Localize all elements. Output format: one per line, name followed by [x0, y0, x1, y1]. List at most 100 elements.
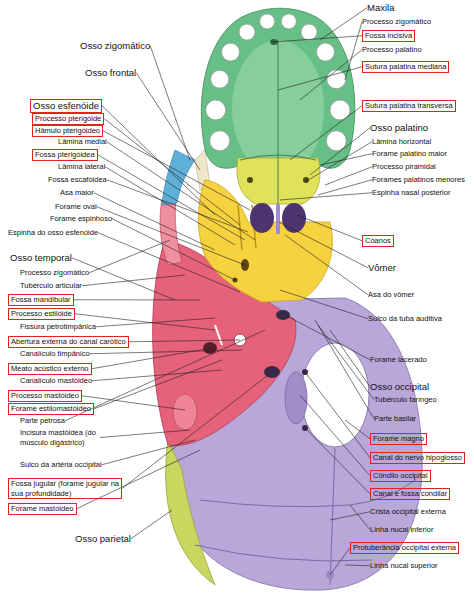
part-label: Espinha nasal posterior — [372, 188, 450, 198]
part-label: Fossa pterigóidea — [35, 150, 95, 160]
part-label: Forames palatinos menores — [372, 175, 465, 185]
parietal-bone — [166, 440, 215, 585]
part-label: Forame lacerado — [370, 355, 427, 365]
part-label: Linha nucal inferior — [370, 525, 433, 535]
part-label: Protuberância occipital externa — [353, 543, 456, 553]
occipital-crest — [330, 448, 335, 585]
boxed-label: Canal do nervo hipoglosso — [370, 452, 465, 464]
pterygoid-plate — [238, 205, 242, 250]
boxed-label: Protuberância occipital externa — [350, 542, 459, 554]
leader-line — [318, 180, 372, 195]
leader-line — [102, 440, 195, 465]
leader-line — [280, 290, 368, 319]
part-label: Côndilo occipital — [373, 471, 428, 481]
boxed-label: Forame mastóideo — [8, 503, 77, 515]
leader-line — [290, 106, 362, 160]
foramen-magnum — [301, 343, 369, 447]
leader-line — [129, 340, 240, 342]
part-label: Processo mastóideo — [11, 391, 79, 401]
leader-line — [105, 167, 235, 245]
vomer — [276, 204, 280, 234]
leader-line — [107, 180, 248, 232]
leader-line — [305, 428, 370, 494]
leader-line — [325, 167, 372, 185]
part-label: Sulco da tuba auditiva — [368, 314, 442, 324]
part-label: Canalículo timpânico — [20, 349, 90, 359]
boxed-label: Cóanos — [362, 235, 394, 247]
leader-line — [318, 325, 374, 400]
boxed-label: Processo estilóide — [8, 308, 75, 320]
boxed-label: Côndilo occipital — [370, 470, 431, 482]
part-label: Forame espinhoso — [50, 214, 112, 224]
styloid-process — [215, 325, 222, 345]
boxed-label: Fossa incisiva — [362, 30, 415, 42]
part-label: Fossa incisiva — [365, 31, 412, 41]
leader-line — [89, 240, 170, 273]
leader-line — [96, 318, 215, 327]
boxed-label: Meato acústico externo — [8, 363, 92, 375]
boxed-label: Processo mastóideo — [8, 390, 82, 402]
mastoid-process — [173, 394, 197, 430]
part-label: Lâmina horizontal — [372, 137, 431, 147]
boxed-label: Canal e fossa condilar — [370, 488, 450, 500]
leader-line — [74, 299, 200, 300]
part-label: Lâmina lateral — [58, 162, 105, 172]
leader-line — [345, 565, 370, 567]
part-label: Canal e fossa condilar — [373, 489, 447, 499]
leader-line — [300, 50, 362, 100]
leader-line — [136, 73, 200, 170]
part-label: Sulco da artéria occipital — [20, 460, 102, 470]
boxed-label: Abertura externa do canal carótico — [8, 336, 129, 348]
boxed-label: Forame estilomastóideo — [8, 403, 94, 415]
bone-name: Osso palatino — [370, 122, 428, 134]
median-suture — [278, 40, 279, 204]
leader-line — [82, 275, 185, 286]
leader-line — [98, 233, 240, 292]
leader-line — [75, 314, 215, 330]
bone-name: Vômer — [368, 262, 396, 274]
palatine-bone — [237, 158, 320, 204]
boxed-label: Osso esfenóide — [30, 99, 102, 113]
leader-line — [112, 219, 235, 280]
part-label: Tubérculo faríngeo — [374, 395, 437, 405]
boxed-label: Sutura palatina mediana — [362, 61, 449, 73]
leader-line — [279, 222, 368, 268]
part-label: Hâmulo pterigóideo — [35, 126, 100, 136]
boxed-label: Fossa pterigóidea — [32, 149, 98, 161]
acoustic-meatus — [203, 342, 217, 354]
nuchal-line — [195, 545, 372, 561]
part-label: Fossa jugular (forame jugular na sua pro… — [11, 479, 119, 498]
leader-line — [94, 360, 222, 409]
leader-line — [278, 67, 362, 90]
boxed-label: Processo pterigóide — [32, 113, 104, 125]
leader-line — [310, 128, 370, 175]
part-label: Cóanos — [365, 236, 391, 246]
leader-line — [320, 8, 367, 40]
leader-line — [98, 155, 245, 240]
leader-line — [280, 193, 372, 200]
leader-line — [107, 142, 255, 240]
part-label: Sutura palatina transversa — [365, 101, 453, 111]
leader-line — [330, 548, 350, 575]
part-label: Forame palatino maior — [372, 149, 447, 159]
part-label: Incisura mastóidea (do músculo digástric… — [20, 428, 100, 447]
part-label: Forame magno — [373, 434, 424, 444]
part-label: Tubérculo articular — [20, 281, 82, 291]
boxed-label: Sutura palatina transversa — [362, 100, 456, 112]
part-label: Processo palatino — [362, 45, 422, 55]
part-label: Processo estilóide — [11, 309, 72, 319]
bone-name: Osso temporal — [10, 252, 72, 264]
boxed-label: Hâmulo pterigóideo — [32, 125, 103, 137]
boxed-label: Forame magno — [370, 433, 427, 445]
part-label: Parte basilar — [374, 414, 416, 424]
part-label: Canal do nervo hipoglosso — [373, 453, 462, 463]
boxed-label: Fossa jugular (forame jugular na sua pro… — [8, 478, 122, 499]
part-label: Processo zigomático — [20, 268, 89, 278]
bone-name: Maxila — [367, 2, 394, 14]
leader-line — [315, 320, 374, 419]
transverse-suture — [240, 155, 316, 160]
part-label: Forame estilomastóideo — [11, 404, 91, 414]
part-label: Processo pterigóide — [35, 114, 101, 124]
part-label: Asa maior — [60, 188, 94, 198]
leader-line — [320, 154, 372, 165]
